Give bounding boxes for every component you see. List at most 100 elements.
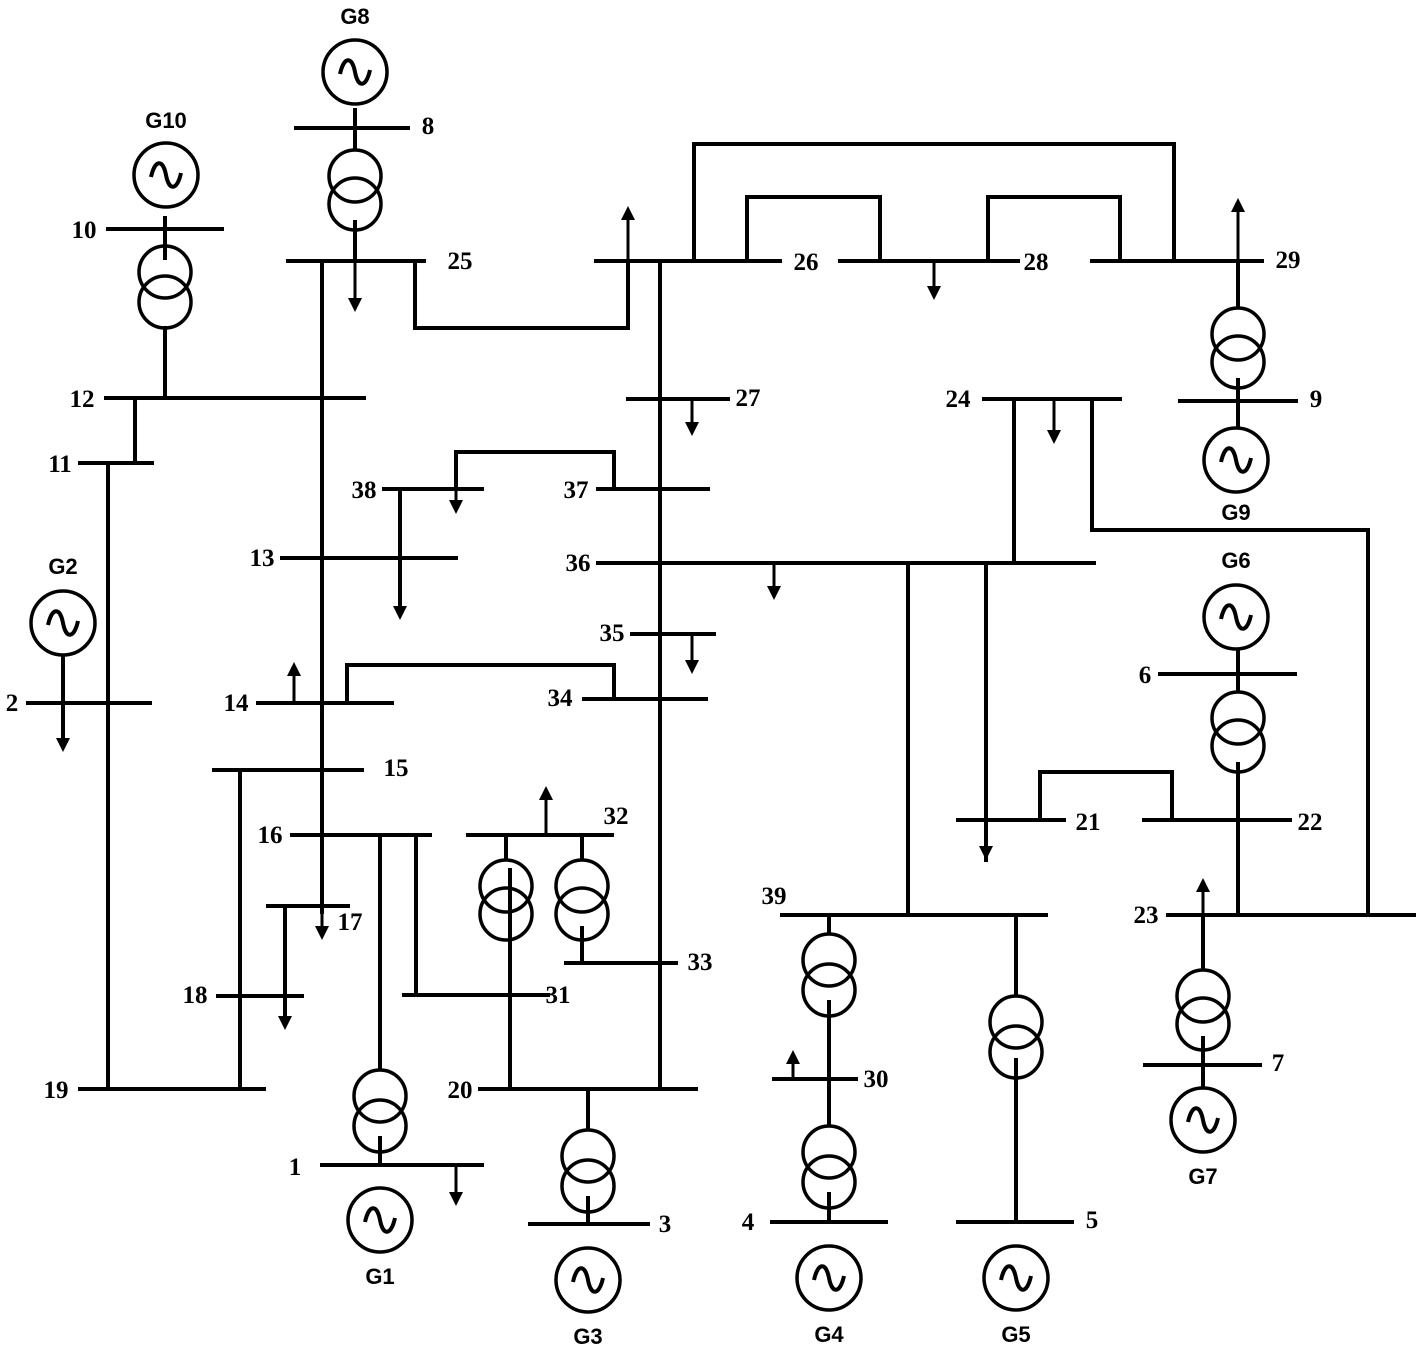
load-arrow-head [685,422,699,436]
sine-wave-icon [363,1206,397,1234]
transmission-line [345,663,616,705]
transformer-winding-secondary [478,886,534,942]
transformer-icon [1210,306,1266,390]
transformer-winding-primary [1210,690,1266,746]
generator-g1-label: G1 [365,1264,394,1289]
transformer-icon [137,244,193,330]
bus-29-label: 29 [1276,247,1301,274]
load-arrow-icon [348,259,362,312]
transmission-line [454,450,616,491]
transformer-winding-primary [801,1124,857,1180]
load-arrow-head [348,298,362,312]
bus-33-label: 33 [688,949,713,976]
generator-g3-icon [554,1246,622,1314]
generator-g2-icon [29,589,97,657]
bus-7-label: 7 [1272,1050,1285,1077]
generator-g9-icon [1202,426,1270,494]
generator-g4-icon [795,1244,863,1312]
bus-36-label: 36 [566,550,591,577]
bus-38-label: 38 [352,477,377,504]
load-arrow-head [685,660,699,674]
transmission-line [986,195,1122,263]
load-arrow-head [1231,198,1245,212]
transformer-icon [554,858,610,942]
transformer-winding-secondary [988,1024,1044,1080]
load-arrow-head [449,1192,463,1206]
transformer-icon [478,858,534,942]
generator-g5-icon [982,1244,1050,1312]
transformer-winding-secondary [352,1098,408,1154]
bus-9-label: 9 [1310,386,1323,413]
transformer-winding-primary [1210,306,1266,362]
transformer-icon [801,1124,857,1210]
load-arrow-head [767,586,781,600]
load-arrow-head [315,926,329,940]
bus-22-label: 22 [1298,809,1323,836]
load-arrow-head [449,500,463,514]
generator-g6-icon [1202,583,1270,651]
load-arrow-head [927,286,941,300]
load-arrow-icon [979,798,993,860]
load-arrow-head [287,662,301,676]
generator-g8-label: G8 [340,4,369,29]
bus-6-label: 6 [1139,662,1152,689]
bus-19-label: 19 [44,1077,69,1104]
load-arrow-head [1047,430,1061,444]
bus-16-label: 16 [258,822,283,849]
transformer-winding-secondary [554,886,610,942]
load-arrow-icon [927,259,941,300]
load-arrow-head [278,1016,292,1030]
transformer-winding-secondary [327,176,383,232]
bus-37-label: 37 [564,477,589,504]
bus-8-label: 8 [422,113,435,140]
bus-15-label: 15 [384,755,409,782]
bus-28-label: 28 [1024,249,1049,276]
load-arrow-icon [767,561,781,600]
load-arrow-icon [539,786,553,837]
transformer-winding-primary [560,1128,616,1184]
bus-32-label: 32 [604,803,629,830]
sine-wave-icon [1219,446,1253,474]
transmission-line [692,142,1176,263]
transformer-winding-primary [327,148,383,204]
sine-wave-icon [1219,603,1253,631]
load-arrow-head [1196,878,1210,892]
generator-g3-label: G3 [573,1324,602,1349]
load-arrow-head [56,738,70,752]
generator-g8-icon [321,38,389,106]
transformer-winding-primary [1175,968,1231,1024]
sine-wave-icon [46,609,80,637]
transformer-winding-primary [137,244,193,300]
bus-21-label: 21 [1076,809,1101,836]
load-arrow-head [979,846,993,860]
bus-3-label: 3 [659,1211,672,1238]
transformer-icon [560,1128,616,1214]
generator-g5-label: G5 [1001,1322,1030,1347]
generator-g9-label: G9 [1221,500,1250,525]
load-arrow-head [621,206,635,220]
bus-10-label: 10 [72,217,97,244]
transformer-icon [801,932,857,1018]
transmission-line [413,259,630,330]
bus-12-label: 12 [70,386,95,413]
transformer-winding-secondary [1210,718,1266,774]
bus-1-label: 1 [289,1154,302,1181]
bus-11-label: 11 [48,451,72,478]
transformer-winding-secondary [560,1158,616,1214]
bus-5-label: 5 [1086,1207,1099,1234]
bus-30-label: 30 [864,1066,889,1093]
load-arrow-icon [1231,198,1245,263]
transmission-line [1038,770,1174,822]
bus-4-label: 4 [742,1209,755,1236]
transmission-line [1090,397,1370,917]
load-arrow-icon [278,994,292,1030]
transformer-winding-primary [478,858,534,914]
load-arrow-icon [1047,397,1061,444]
transformer-icon [1175,968,1231,1052]
load-arrow-head [539,786,553,800]
load-arrow-icon [315,878,329,940]
transformer-winding-secondary [801,962,857,1018]
generator-g6-label: G6 [1221,548,1250,573]
generator-g7-icon [1169,1086,1237,1154]
generator-g7-label: G7 [1188,1164,1217,1189]
